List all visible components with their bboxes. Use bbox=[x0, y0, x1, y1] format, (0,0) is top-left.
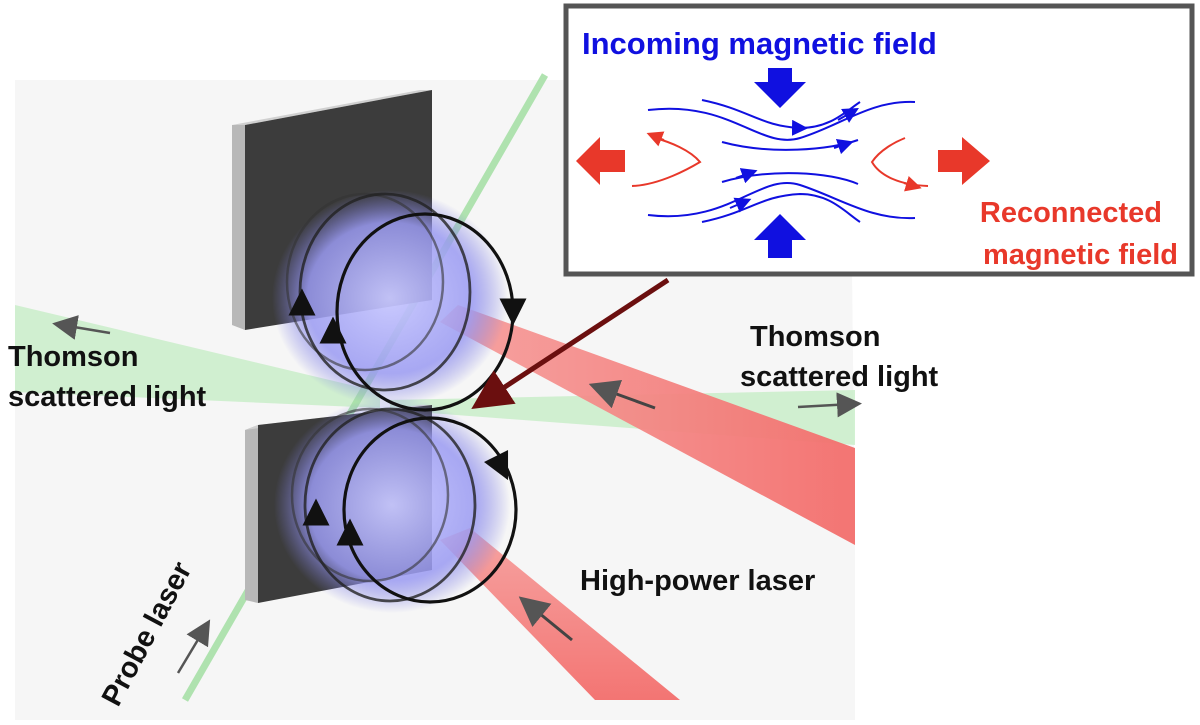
plasma-bubble-lower bbox=[274, 397, 510, 613]
field-loops-upper bbox=[285, 192, 527, 412]
lower-target-edge bbox=[245, 425, 258, 603]
high-power-lower-direction-arrow bbox=[518, 596, 573, 642]
reconnected-label-line2: magnetic field bbox=[983, 239, 1178, 271]
probe-direction-arrow bbox=[176, 619, 211, 674]
thomson-right-label-line1: Thomson bbox=[750, 321, 881, 353]
inset-pointer-arrow bbox=[471, 277, 670, 409]
inset-field-lines bbox=[647, 99, 916, 223]
incoming-field-label: Incoming magnetic field bbox=[582, 26, 937, 61]
reconnected-label-line1: Reconnected bbox=[980, 197, 1162, 229]
inset-reconnected-lines bbox=[631, 131, 929, 192]
thomson-right-direction-arrow bbox=[797, 392, 862, 418]
high-power-laser-lower bbox=[440, 528, 680, 700]
thomson-right-label-line2: scattered light bbox=[740, 361, 939, 393]
high-power-laser-label: High-power laser bbox=[580, 565, 815, 597]
upper-target-edge bbox=[232, 125, 245, 330]
field-loops-lower bbox=[290, 407, 518, 604]
thomson-left-direction-arrow bbox=[52, 315, 111, 340]
thomson-left-label-line2: scattered light bbox=[8, 381, 207, 413]
upper-target-top bbox=[232, 90, 432, 125]
incoming-arrow-bottom bbox=[754, 214, 806, 258]
outflow-arrow-right bbox=[938, 137, 990, 185]
thomson-beam-left bbox=[15, 305, 380, 408]
plasma-bubble-upper bbox=[272, 190, 508, 406]
inset-box bbox=[563, 3, 1195, 277]
thomson-left-label-line1: Thomson bbox=[8, 341, 139, 373]
high-power-upper-direction-arrow bbox=[588, 380, 656, 410]
incoming-arrow-top bbox=[754, 68, 806, 108]
outflow-arrow-left bbox=[576, 137, 625, 185]
high-power-laser-upper bbox=[440, 305, 855, 545]
